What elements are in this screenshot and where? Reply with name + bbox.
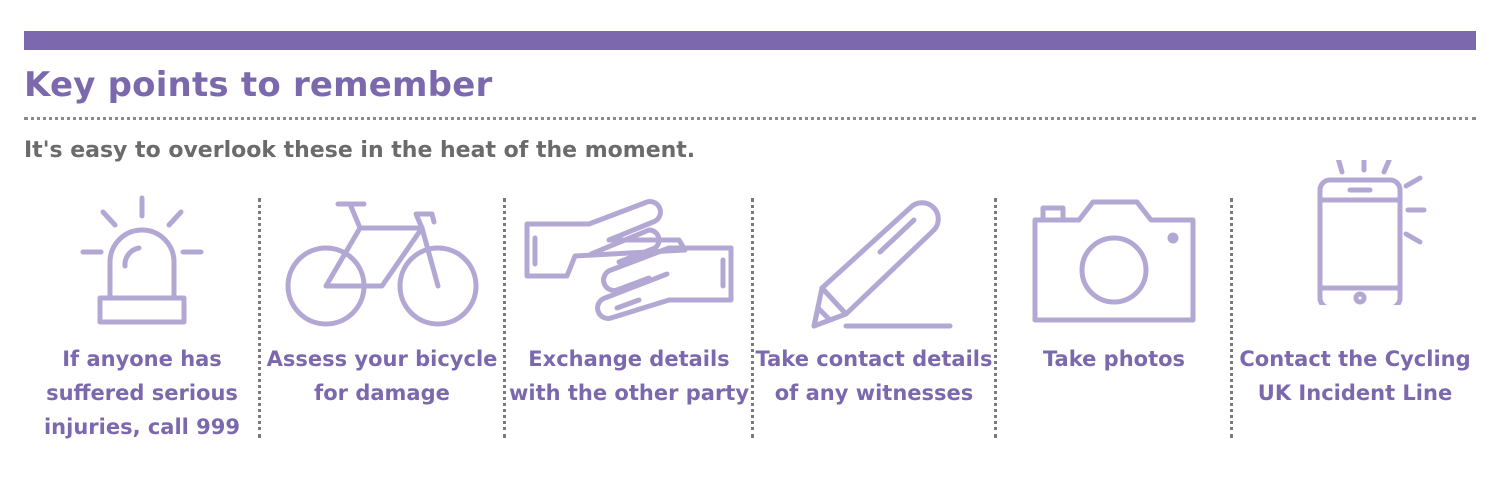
bicycle-icon [262,190,502,340]
top-accent-bar [24,31,1476,50]
tip-assess-bicycle: Assess your bicycle for damage [262,190,502,450]
key-points-row: If anyone has suffered serious injuries,… [24,160,1476,450]
siren-icon [24,190,260,340]
column-divider [994,198,997,438]
tip-label: Exchange details with the other party [508,347,750,405]
column-divider [258,198,261,438]
pencil-icon [755,190,993,340]
tip-label: Take contact details of any witnesses [755,347,993,405]
tip-label: Contact the Cycling UK Incident Line [1239,347,1471,405]
column-divider [751,198,754,438]
page-title: Key points to remember [24,65,493,105]
tip-label: If anyone has suffered serious injuries,… [43,347,241,439]
tip-witness-details: Take contact details of any witnesses [755,190,993,450]
handshake-icon [507,190,751,340]
tip-label: Assess your bicycle for damage [266,347,498,405]
tip-contact-incident-line: Contact the Cycling UK Incident Line [1234,160,1476,450]
phone-ringing-icon [1234,160,1476,340]
title-divider [24,117,1476,120]
tip-label: Take photos [1042,347,1186,371]
page-subtitle: It's easy to overlook these in the heat … [24,138,696,163]
column-divider [503,198,506,438]
tip-call-999: If anyone has suffered serious injuries,… [24,190,260,450]
tip-exchange-details: Exchange details with the other party [507,190,751,450]
camera-icon [998,190,1230,340]
column-divider [1230,198,1233,438]
tip-take-photos: Take photos [998,190,1230,450]
